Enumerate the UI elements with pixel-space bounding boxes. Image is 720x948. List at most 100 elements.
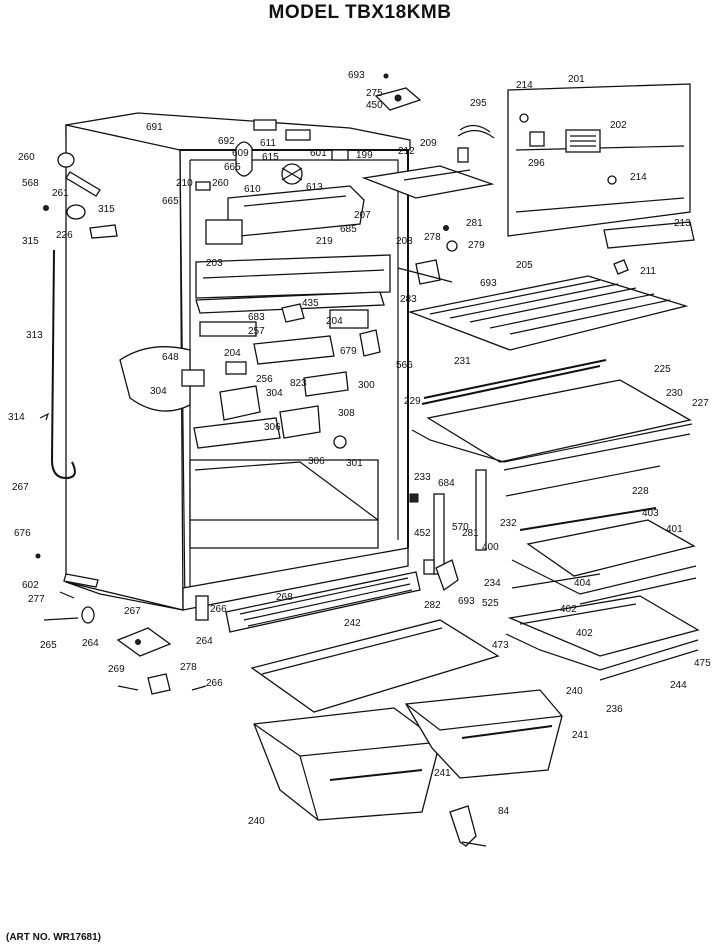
part-label: 202	[610, 120, 627, 131]
part-label: 234	[484, 578, 501, 589]
part-label: 225	[654, 364, 671, 375]
part-label: 204	[224, 348, 241, 359]
part-label: 693	[348, 70, 365, 81]
part-label: 402	[560, 604, 577, 615]
part-label: 241	[434, 768, 451, 779]
part-label: 203	[206, 258, 223, 269]
part-label: 570	[452, 522, 469, 533]
part-label: 275	[366, 88, 383, 99]
part-label: 450	[366, 100, 383, 111]
part-label: 231	[454, 356, 471, 367]
part-label: 693	[480, 278, 497, 289]
part-label: 210	[176, 178, 193, 189]
part-label: 256	[256, 374, 273, 385]
part-label: 306	[264, 422, 281, 433]
part-label: 315	[98, 204, 115, 215]
part-label: 401	[666, 524, 683, 535]
part-label: 261	[52, 188, 69, 199]
part-label: 269	[108, 664, 125, 675]
part-label: 214	[630, 172, 647, 183]
part-label: 219	[316, 236, 333, 247]
part-label: 304	[266, 388, 283, 399]
part-label: 236	[606, 704, 623, 715]
part-label: 242	[344, 618, 361, 629]
part-label: 203	[396, 236, 413, 247]
part-label: 609	[232, 148, 249, 159]
top-parts	[195, 73, 495, 245]
part-label: 228	[632, 486, 649, 497]
part-label: 282	[424, 600, 441, 611]
part-label: 264	[196, 636, 213, 647]
part-label: 435	[302, 298, 319, 309]
part-label: 566	[396, 360, 413, 371]
part-label: 306	[308, 456, 325, 467]
part-label: 602	[22, 580, 39, 591]
part-label: 613	[306, 182, 323, 193]
part-label: 281	[466, 218, 483, 229]
part-label: 404	[574, 578, 591, 589]
part-label: 84	[498, 806, 510, 817]
part-label: 212	[398, 146, 415, 157]
part-label: 278	[424, 232, 441, 243]
part-label: 648	[162, 352, 179, 363]
part-label: 281	[462, 528, 479, 539]
part-label: 257	[248, 326, 265, 337]
part-label: 240	[566, 686, 583, 697]
part-label: 691	[146, 122, 163, 133]
rear-panel	[507, 83, 695, 275]
part-label: 400	[482, 542, 499, 553]
part-label: 230	[666, 388, 683, 399]
part-label: 473	[492, 640, 509, 651]
part-label: 315	[22, 236, 39, 247]
part-label: 295	[470, 98, 487, 109]
part-label: 278	[180, 662, 197, 673]
part-label: 692	[218, 136, 235, 147]
part-label: 268	[276, 592, 293, 603]
part-label: 204	[326, 316, 343, 327]
part-label: 213	[674, 218, 691, 229]
left-parts	[35, 152, 207, 695]
part-label: 266	[206, 678, 223, 689]
part-label: 475	[694, 658, 711, 669]
crispers	[195, 571, 563, 847]
part-label: 232	[500, 518, 517, 529]
part-label: 665	[162, 196, 179, 207]
part-label: 304	[150, 386, 167, 397]
part-label: 308	[338, 408, 355, 419]
part-label: 823	[290, 378, 307, 389]
shelves	[407, 275, 700, 681]
part-label: 601	[310, 148, 327, 159]
part-label: 300	[358, 380, 375, 391]
part-label: 226	[56, 230, 73, 241]
part-label: 525	[482, 598, 499, 609]
part-label: 227	[692, 398, 709, 409]
part-label: 279	[468, 240, 485, 251]
part-label: 260	[18, 152, 35, 163]
part-label: 199	[356, 150, 373, 161]
part-label: 610	[244, 184, 261, 195]
part-label: 201	[568, 74, 585, 85]
part-label: 267	[12, 482, 29, 493]
part-label: 693	[458, 596, 475, 607]
part-label: 615	[262, 152, 279, 163]
part-label: 568	[22, 178, 39, 189]
part-label: 260	[212, 178, 229, 189]
part-label: 452	[414, 528, 431, 539]
part-label: 267	[124, 606, 141, 617]
part-label: 314	[8, 412, 25, 423]
part-label: 665	[224, 162, 241, 173]
part-label: 403	[642, 508, 659, 519]
part-label: 313	[26, 330, 43, 341]
part-label: 214	[516, 80, 533, 91]
part-label: 264	[82, 638, 99, 649]
model-title: MODEL TBX18KMB	[268, 2, 452, 23]
part-label: 283	[400, 294, 417, 305]
part-label: 233	[414, 472, 431, 483]
part-label: 611	[260, 138, 276, 149]
part-label: 211	[640, 266, 656, 277]
part-label: 277	[28, 594, 45, 605]
part-label: 402	[576, 628, 593, 639]
part-label: 229	[404, 396, 421, 407]
